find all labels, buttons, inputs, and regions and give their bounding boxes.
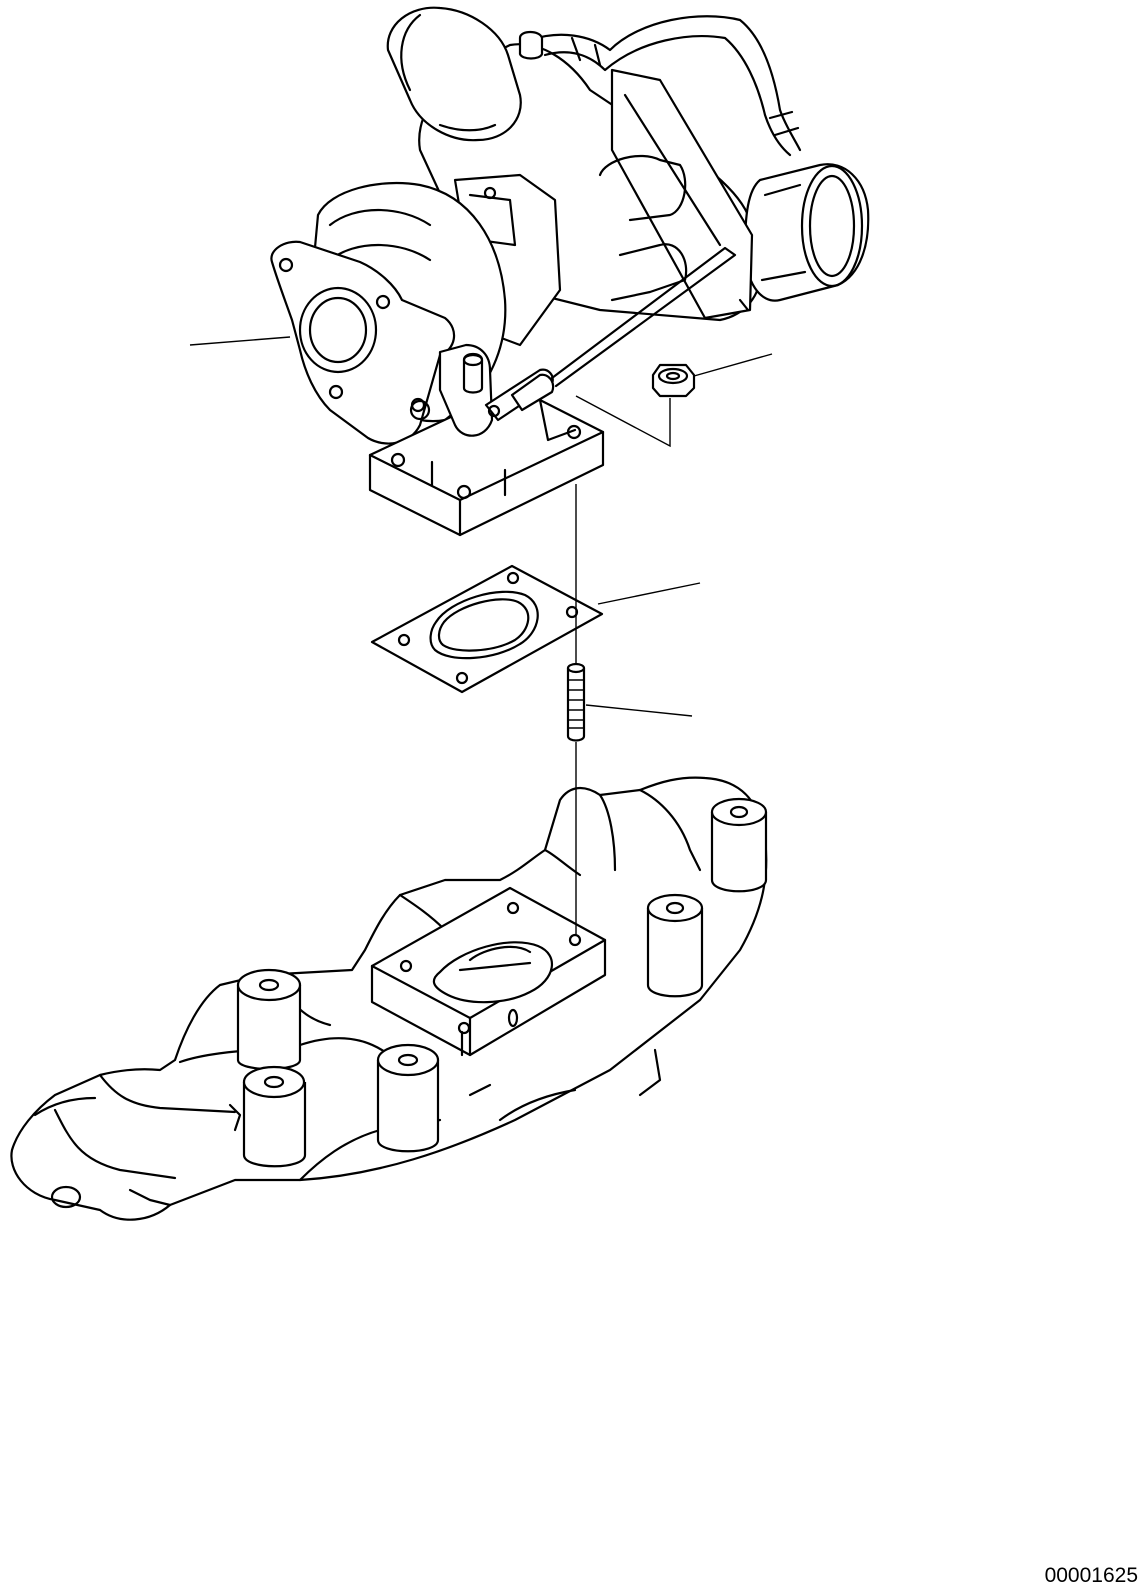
leader-line-stud bbox=[586, 705, 692, 716]
flange-nut bbox=[653, 365, 694, 396]
leader-line-gasket bbox=[598, 583, 700, 604]
stud-bolt bbox=[568, 664, 584, 741]
exhaust-manifold bbox=[11, 778, 766, 1220]
turbocharger bbox=[271, 8, 868, 535]
leader-line-turbocharger bbox=[190, 337, 290, 345]
callout-leader-lines bbox=[190, 337, 772, 716]
leader-line-nut bbox=[694, 354, 772, 376]
alignment-lines bbox=[576, 396, 670, 936]
figure-number: 00001625 bbox=[1044, 1564, 1138, 1587]
turbo-gasket bbox=[372, 566, 602, 692]
